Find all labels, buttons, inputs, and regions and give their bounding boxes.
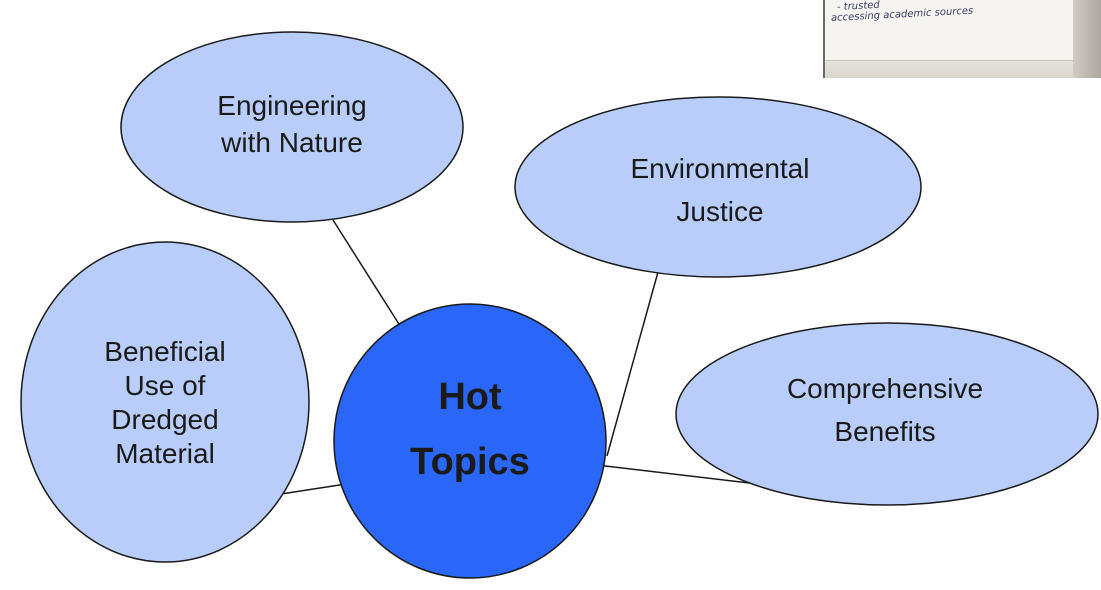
- node-engineering-bubble: [120, 31, 464, 223]
- node-beneficial-bubble: [20, 241, 310, 563]
- node-beneficial-label: Beneficial Use of Dredged Material: [104, 335, 226, 470]
- photo-shadow: [1073, 0, 1101, 78]
- node-comprehensive-label: Comprehensive Benefits: [786, 372, 984, 447]
- paper-sheet: [825, 0, 1075, 61]
- center-node-bubble: [333, 303, 607, 579]
- whiteboard-photo: - trusted accessing academic sources: [823, 0, 1101, 78]
- node-environmental-bubble: [514, 96, 922, 278]
- node-engineering-label: Engineering with Nature: [217, 90, 367, 158]
- connector-environmental: [606, 271, 659, 457]
- center-node-label: Hot Topics: [410, 376, 530, 483]
- node-environmental-label: Environmental Justice: [630, 152, 810, 227]
- connector-engineering: [332, 219, 405, 333]
- node-comprehensive-bubble: [675, 322, 1099, 506]
